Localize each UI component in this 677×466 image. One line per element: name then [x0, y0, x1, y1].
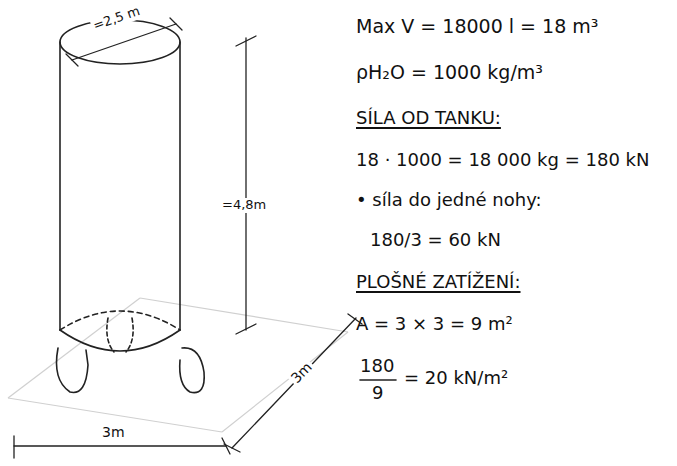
- fraction-bar: [360, 379, 396, 381]
- note: 180/3 = 60 kN: [370, 230, 501, 251]
- dimension-line: [245, 38, 246, 330]
- dimension-tick: [66, 18, 182, 66]
- dimension-line: [14, 445, 226, 446]
- dimension-label: 3m: [286, 357, 316, 387]
- note: = 20 kN/m²: [404, 368, 508, 389]
- dimension-line: [72, 24, 176, 60]
- dimension-tick: [236, 36, 256, 334]
- leg: [180, 348, 205, 393]
- plate-edge: [8, 298, 140, 398]
- dimension-line: [232, 318, 356, 448]
- note: ρH₂O = 1000 kg/m³: [356, 62, 543, 84]
- fraction-denominator: 9: [372, 383, 383, 404]
- tank-bottom-hidden: [60, 311, 180, 330]
- note: A = 3 × 3 = 9 m²: [356, 314, 513, 335]
- leg-hidden: [107, 318, 133, 352]
- dimension-label: =2,5 m: [90, 3, 144, 34]
- plate-edge: [140, 298, 348, 332]
- tank-top: [60, 20, 180, 64]
- leg: [57, 348, 89, 392]
- dimension-label: =4,8m: [220, 198, 268, 213]
- note: 18 · 1000 = 18 000 kg = 180 kN: [356, 150, 649, 171]
- note: Max V = 18000 l = 18 m³: [356, 16, 598, 38]
- heading-note: PLOŠNÉ ZATÍŽENÍ:: [356, 272, 521, 293]
- note: • síla do jedné nohy:: [356, 190, 542, 211]
- dimension-tick: [224, 314, 362, 452]
- tank-bottom: [60, 330, 180, 351]
- dimension-label: 3m: [100, 424, 127, 440]
- tank-side: [59, 42, 61, 330]
- fraction-numerator: 180: [360, 356, 394, 377]
- tank-side: [179, 42, 181, 330]
- heading-note: SÍLA OD TANKU:: [356, 108, 501, 129]
